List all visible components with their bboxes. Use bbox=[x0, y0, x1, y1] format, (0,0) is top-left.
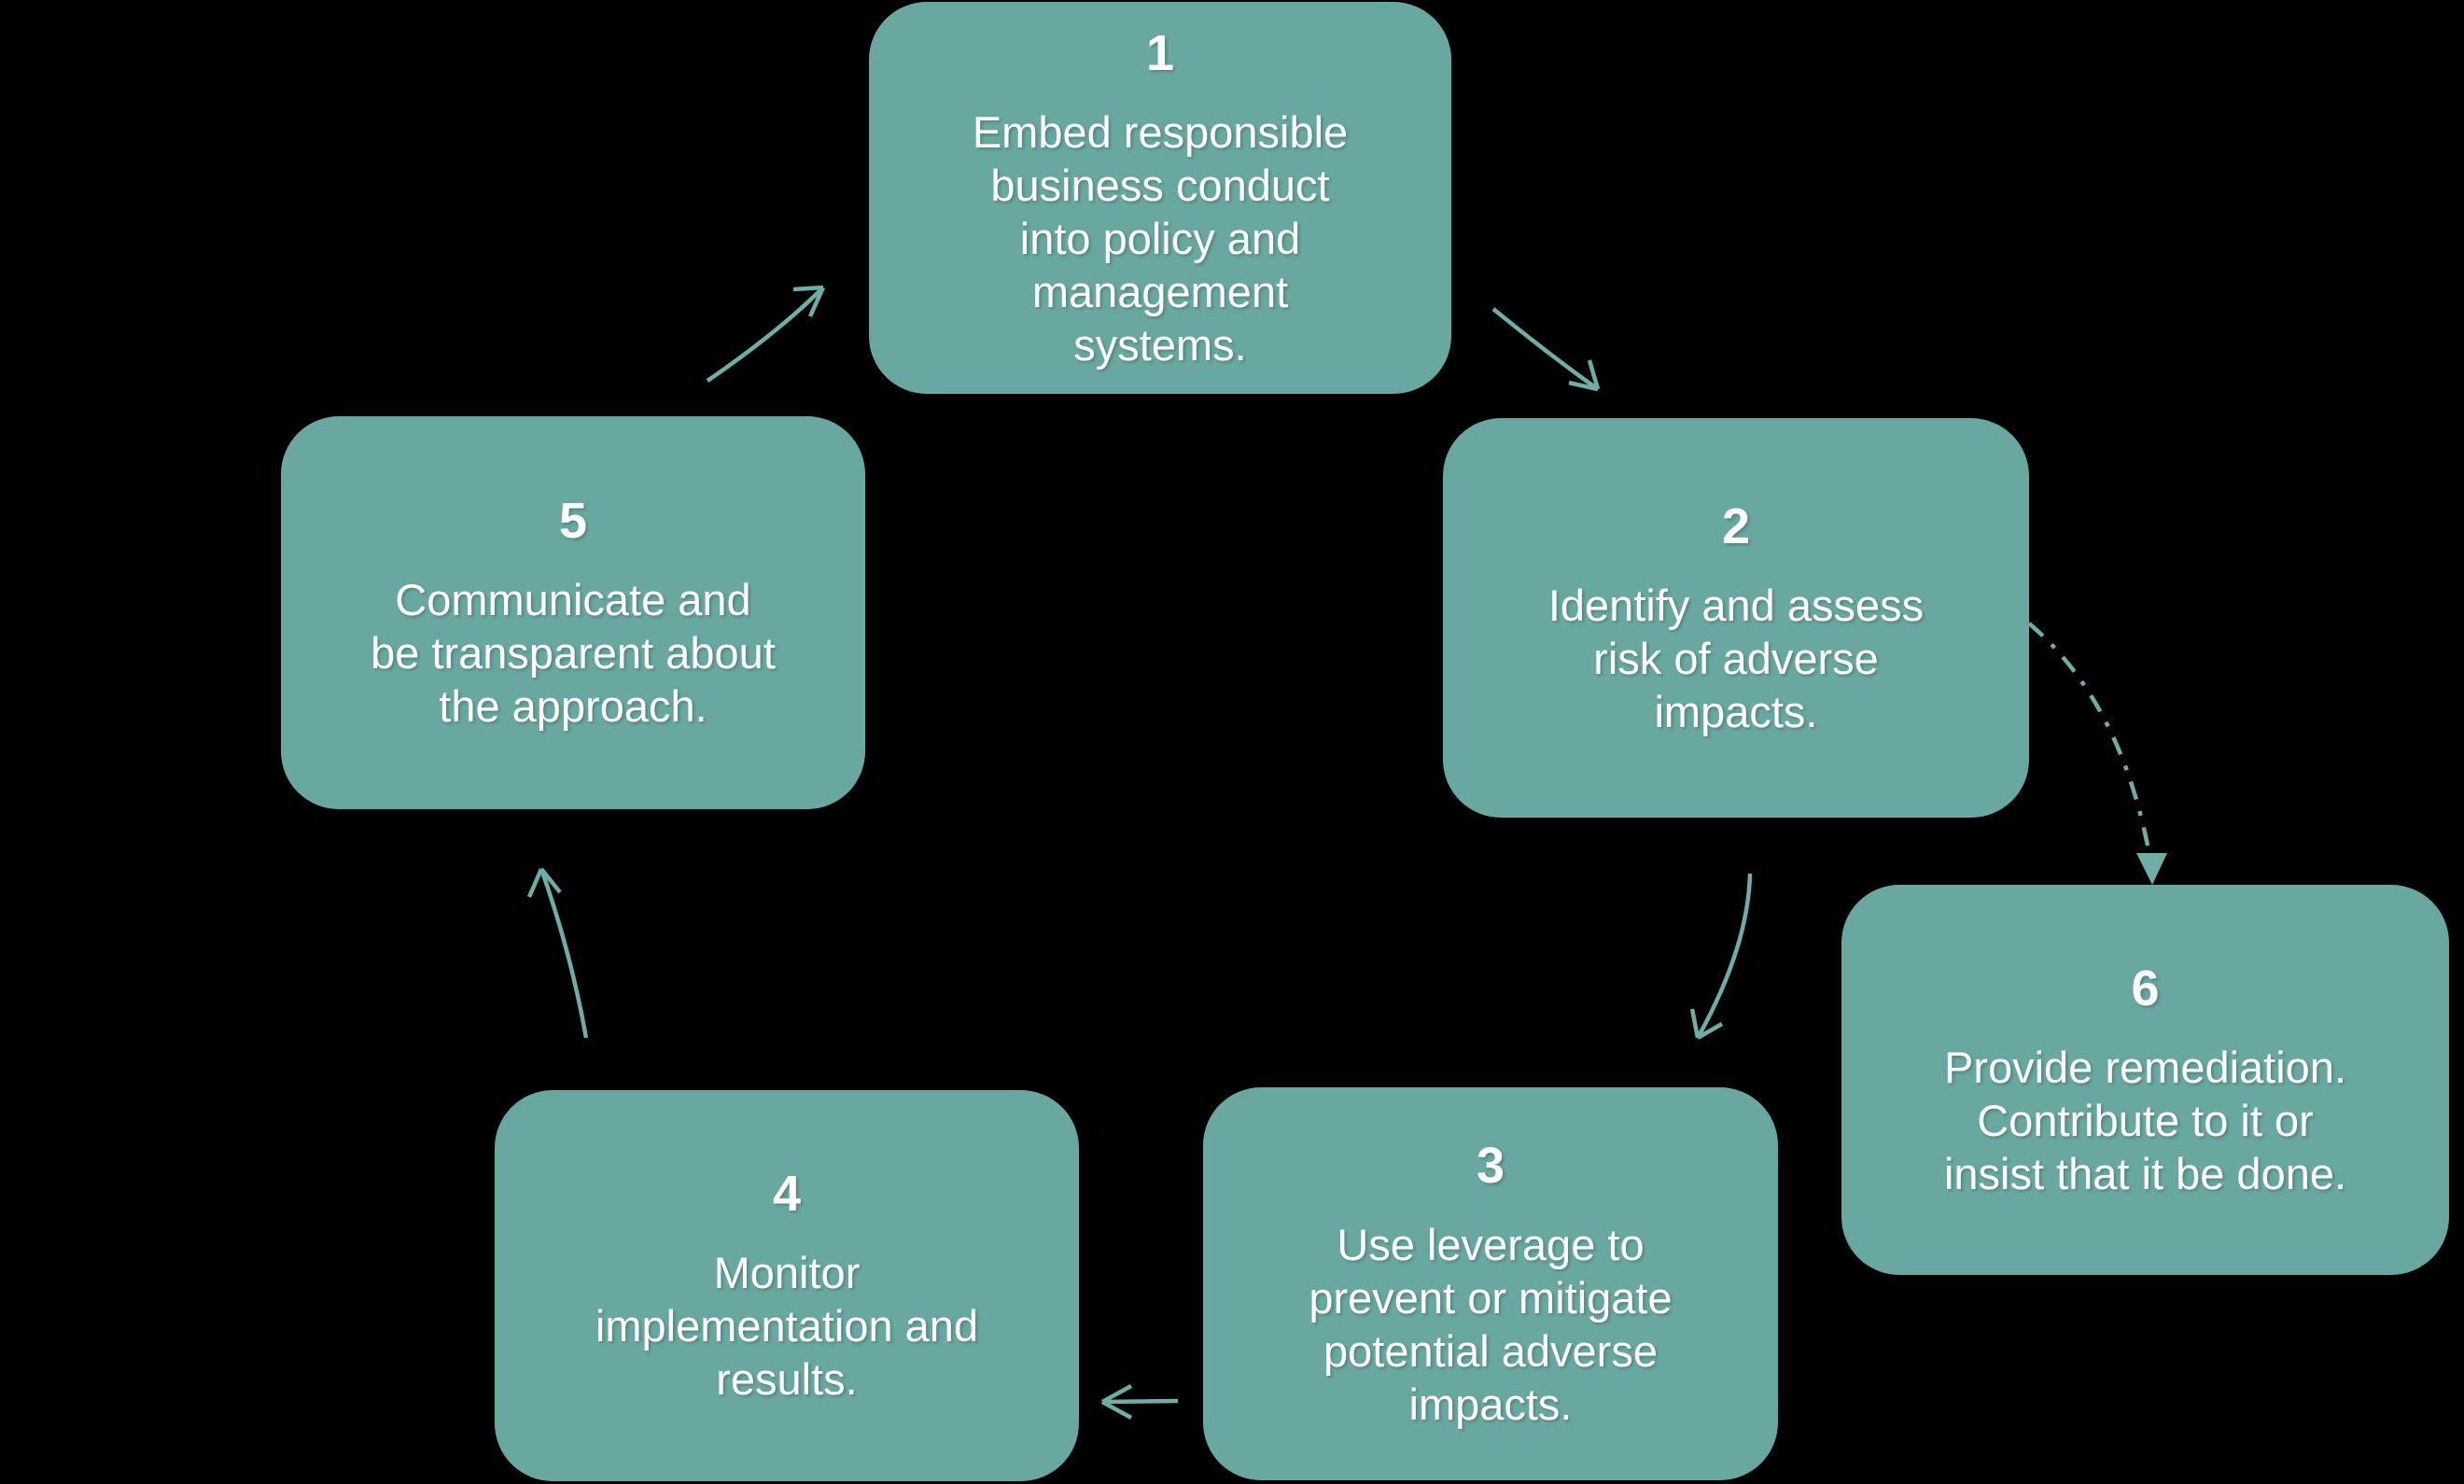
arrow-3-to-4 bbox=[1100, 1384, 1179, 1420]
step-6-text: Provide remediation. Contribute to it or… bbox=[1943, 1042, 2347, 1198]
step-2-text: Identify and assess risk of adverse impa… bbox=[1547, 580, 1925, 736]
step-6-number: 6 bbox=[2131, 959, 2160, 1016]
step-2-box: 2 Identify and assess risk of adverse im… bbox=[1443, 418, 2029, 818]
step-1-text: Embed responsible business conduct into … bbox=[972, 106, 1349, 370]
arrow-1-to-2 bbox=[1491, 307, 1601, 392]
arrow-2-to-3 bbox=[1689, 873, 1753, 1040]
step-1-number: 1 bbox=[1145, 24, 1175, 81]
step-6-box: 6 Provide remediation. Contribute to it … bbox=[1841, 885, 2449, 1275]
step-4-text: Monitor implementation and results. bbox=[595, 1248, 979, 1404]
step-3-text: Use leverage to prevent or mitigate pote… bbox=[1309, 1219, 1673, 1429]
step-4-box: 4 Monitor implementation and results. bbox=[495, 1090, 1079, 1481]
step-2-number: 2 bbox=[1721, 497, 1751, 554]
step-3-number: 3 bbox=[1476, 1137, 1505, 1194]
step-1-box: 1 Embed responsible business conduct int… bbox=[869, 2, 1451, 394]
step-5-text: Communicate and be transparent about the… bbox=[371, 575, 776, 731]
arrow-4-to-5 bbox=[526, 867, 589, 1039]
arrow-2-to-6-dashed bbox=[2027, 622, 2167, 885]
step-5-number: 5 bbox=[558, 493, 588, 549]
arrow-5-to-1 bbox=[706, 285, 826, 383]
step-5-box: 5 Communicate and be transparent about t… bbox=[281, 416, 865, 809]
step-3-box: 3 Use leverage to prevent or mitigate po… bbox=[1203, 1087, 1778, 1480]
step-4-number: 4 bbox=[772, 1166, 802, 1222]
